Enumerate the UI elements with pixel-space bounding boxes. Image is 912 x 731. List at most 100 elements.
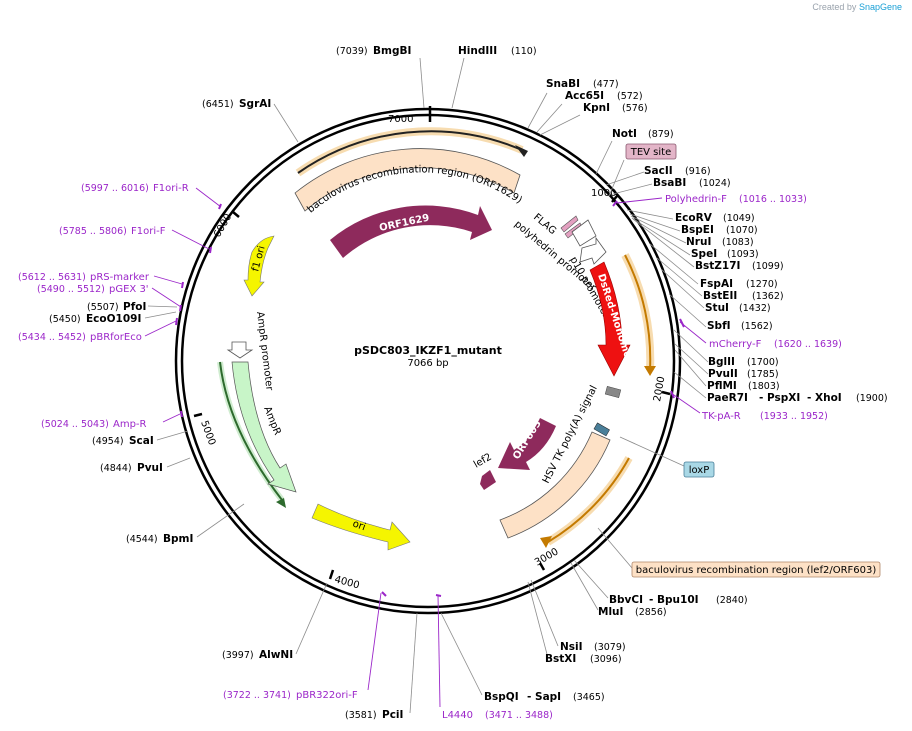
enzyme-bsabi[interactable]: BsaBI [653, 177, 686, 189]
enzyme-sgrai[interactable]: SgrAI [239, 98, 271, 110]
polyhedrin-promoter-arrow[interactable] [571, 219, 597, 247]
enzyme-ecorv[interactable]: EcoRV [675, 212, 713, 224]
tev-site-label: TEV site [630, 147, 672, 158]
enzyme-alwni[interactable]: AlwNI [259, 649, 293, 661]
primer-f1ori-f-pos: (5785 .. 5806) [59, 226, 127, 237]
enzyme-xhoi[interactable]: - XhoI [807, 392, 842, 404]
enzyme-pfoi[interactable]: PfoI [123, 301, 146, 313]
enzyme-scai[interactable]: ScaI [129, 435, 154, 447]
primer-f1ori-r[interactable]: F1ori-R [153, 183, 189, 194]
enzyme-xhoi-pos: (1900) [856, 393, 888, 404]
enzyme-stui-pos: (1432) [739, 303, 771, 314]
primer-prs-marker[interactable]: pRS-marker [90, 272, 150, 283]
primer-f1ori-f[interactable]: F1ori-F [131, 226, 166, 237]
enzyme-bglii-pos: (1700) [747, 357, 779, 368]
primer-pbrforeco-pos: (5434 .. 5452) [18, 332, 86, 343]
enzyme-alwni-pos: (3997) [222, 650, 254, 661]
enzyme-bstz17i[interactable]: BstZ17I [695, 260, 740, 272]
enzyme-sapi[interactable]: - SapI [527, 691, 561, 703]
tick-2000: 2000 [652, 376, 667, 403]
enzyme-pspxi[interactable]: - PspXI [759, 392, 800, 404]
primer-l4440-pos: (3471 .. 3488) [485, 710, 553, 721]
lef2-label: lef2 [472, 452, 494, 471]
enzyme-fspai[interactable]: FspAI [700, 278, 733, 290]
enzyme-pflmi[interactable]: PflMI [707, 380, 737, 392]
primer-amp-r[interactable]: Amp-R [113, 419, 147, 430]
baculo-region-top[interactable] [294, 148, 521, 212]
ampr-arrow[interactable] [231, 361, 297, 493]
primer-polyhedrin-f-pos: (1016 .. 1033) [739, 194, 807, 205]
ampr-promoter-arrow[interactable] [226, 341, 254, 359]
enzyme-pvuii-pos: (1785) [747, 369, 779, 380]
enzyme-stui[interactable]: StuI [705, 302, 729, 314]
loxp-marker[interactable] [593, 422, 610, 437]
plasmid-size: 7066 bp [407, 358, 448, 369]
enzyme-bstxi[interactable]: BstXI [545, 653, 576, 665]
baculo-bottom-label: baculovirus recombination region (lef2/O… [636, 565, 877, 576]
ori-arrow[interactable] [311, 503, 411, 551]
enzyme-bpu10i-pos: (2840) [716, 595, 748, 606]
enzyme-bpmi[interactable]: BpmI [163, 533, 193, 545]
enzyme-bpu10i[interactable]: - Bpu10I [649, 594, 699, 606]
primer-amp-r-pos: (5024 .. 5043) [41, 419, 109, 430]
primer-pgex3[interactable]: pGEX 3' [109, 284, 149, 295]
enzyme-acc65i-pos: (572) [617, 91, 643, 102]
enzyme-sacii-pos: (916) [685, 166, 711, 177]
primer-polyhedrin-f[interactable]: Polyhedrin-F [665, 194, 727, 205]
enzyme-nsii[interactable]: NsiI [560, 641, 583, 653]
primer-prs-marker-pos: (5612 .. 5631) [18, 272, 86, 283]
enzyme-bglii[interactable]: BglII [708, 356, 735, 368]
enzyme-nrui[interactable]: NruI [686, 236, 711, 248]
loxp-box[interactable] [683, 461, 715, 478]
tev-site-box[interactable] [625, 143, 677, 160]
enzyme-kpni[interactable]: KpnI [583, 102, 610, 114]
enzyme-pflmi-pos: (1803) [748, 381, 780, 392]
enzyme-sacii[interactable]: SacII [644, 165, 673, 177]
enzyme-bbvci[interactable]: BbvCI [609, 594, 643, 606]
tick-1000: 1000 [591, 188, 616, 199]
enzyme-bspqi[interactable]: BspQI [484, 691, 519, 703]
ampr-label: AmpR [261, 405, 282, 437]
enzyme-fspai-pos: (1270) [746, 279, 778, 290]
enzyme-mlui[interactable]: MluI [598, 606, 623, 618]
enzyme-acc65i[interactable]: Acc65I [565, 90, 604, 102]
primer-pbrforeco[interactable]: pBRforEco [90, 332, 142, 343]
enzyme-paer7i[interactable]: PaeR7I [707, 392, 748, 404]
primer-tk-pa-r-pos: (1933 .. 1952) [760, 411, 828, 422]
enzyme-snabi[interactable]: SnaBI [546, 78, 580, 90]
enzyme-sbfi-pos: (1562) [741, 321, 773, 332]
enzyme-sbfi[interactable]: SbfI [707, 320, 731, 332]
orf603-arrow[interactable] [498, 418, 556, 470]
lef2-arrow[interactable] [480, 470, 496, 490]
grey-feature-marker[interactable] [604, 386, 622, 398]
f1-ori-arrow[interactable] [243, 235, 275, 297]
primer-mcherry-f[interactable]: mCherry-F [709, 339, 762, 350]
primer-tk-pa-r[interactable]: TK-pA-R [701, 411, 741, 422]
branding-prefix: Created by [812, 2, 857, 12]
enzyme-pvui[interactable]: PvuI [137, 462, 163, 474]
enzyme-bspei[interactable]: BspEI [681, 224, 714, 236]
enzyme-bmgbi[interactable]: BmgBI [373, 45, 411, 57]
snapgene-branding: Created by SnapGene [812, 2, 902, 12]
dsred-monomer-arrow[interactable] [589, 261, 631, 377]
enzyme-ecorv-pos: (1049) [723, 213, 755, 224]
enzyme-spei[interactable]: SpeI [691, 248, 717, 260]
primer-l4440[interactable]: L4440 [442, 710, 473, 721]
enzyme-ecoo109i[interactable]: EcoO109I [86, 313, 141, 325]
plasmid-name: pSDC803_IKZF1_mutant [354, 344, 502, 357]
primer-mcherry-f-pos: (1620 .. 1639) [774, 339, 842, 350]
baculo-region-bottom[interactable] [499, 431, 611, 539]
primer-pbr322ori-f[interactable]: pBR322ori-F [296, 690, 358, 701]
enzyme-noti-pos: (879) [648, 129, 674, 140]
enzyme-noti[interactable]: NotI [612, 128, 637, 140]
baculo-bottom-box[interactable] [631, 561, 881, 578]
enzyme-ecoo109i-pos: (5450) [49, 314, 81, 325]
enzyme-bsteii[interactable]: BstEII [703, 290, 737, 302]
enzyme-pcii[interactable]: PciI [382, 709, 403, 721]
enzyme-pvuii[interactable]: PvuII [708, 368, 738, 380]
ori-label: ori [351, 518, 367, 533]
p10-promoter-arrow[interactable] [579, 236, 607, 265]
enzyme-pvui-pos: (4844) [100, 463, 132, 474]
orf1629-arrow[interactable] [330, 205, 492, 258]
enzyme-hindiii[interactable]: HindIII [458, 45, 497, 57]
